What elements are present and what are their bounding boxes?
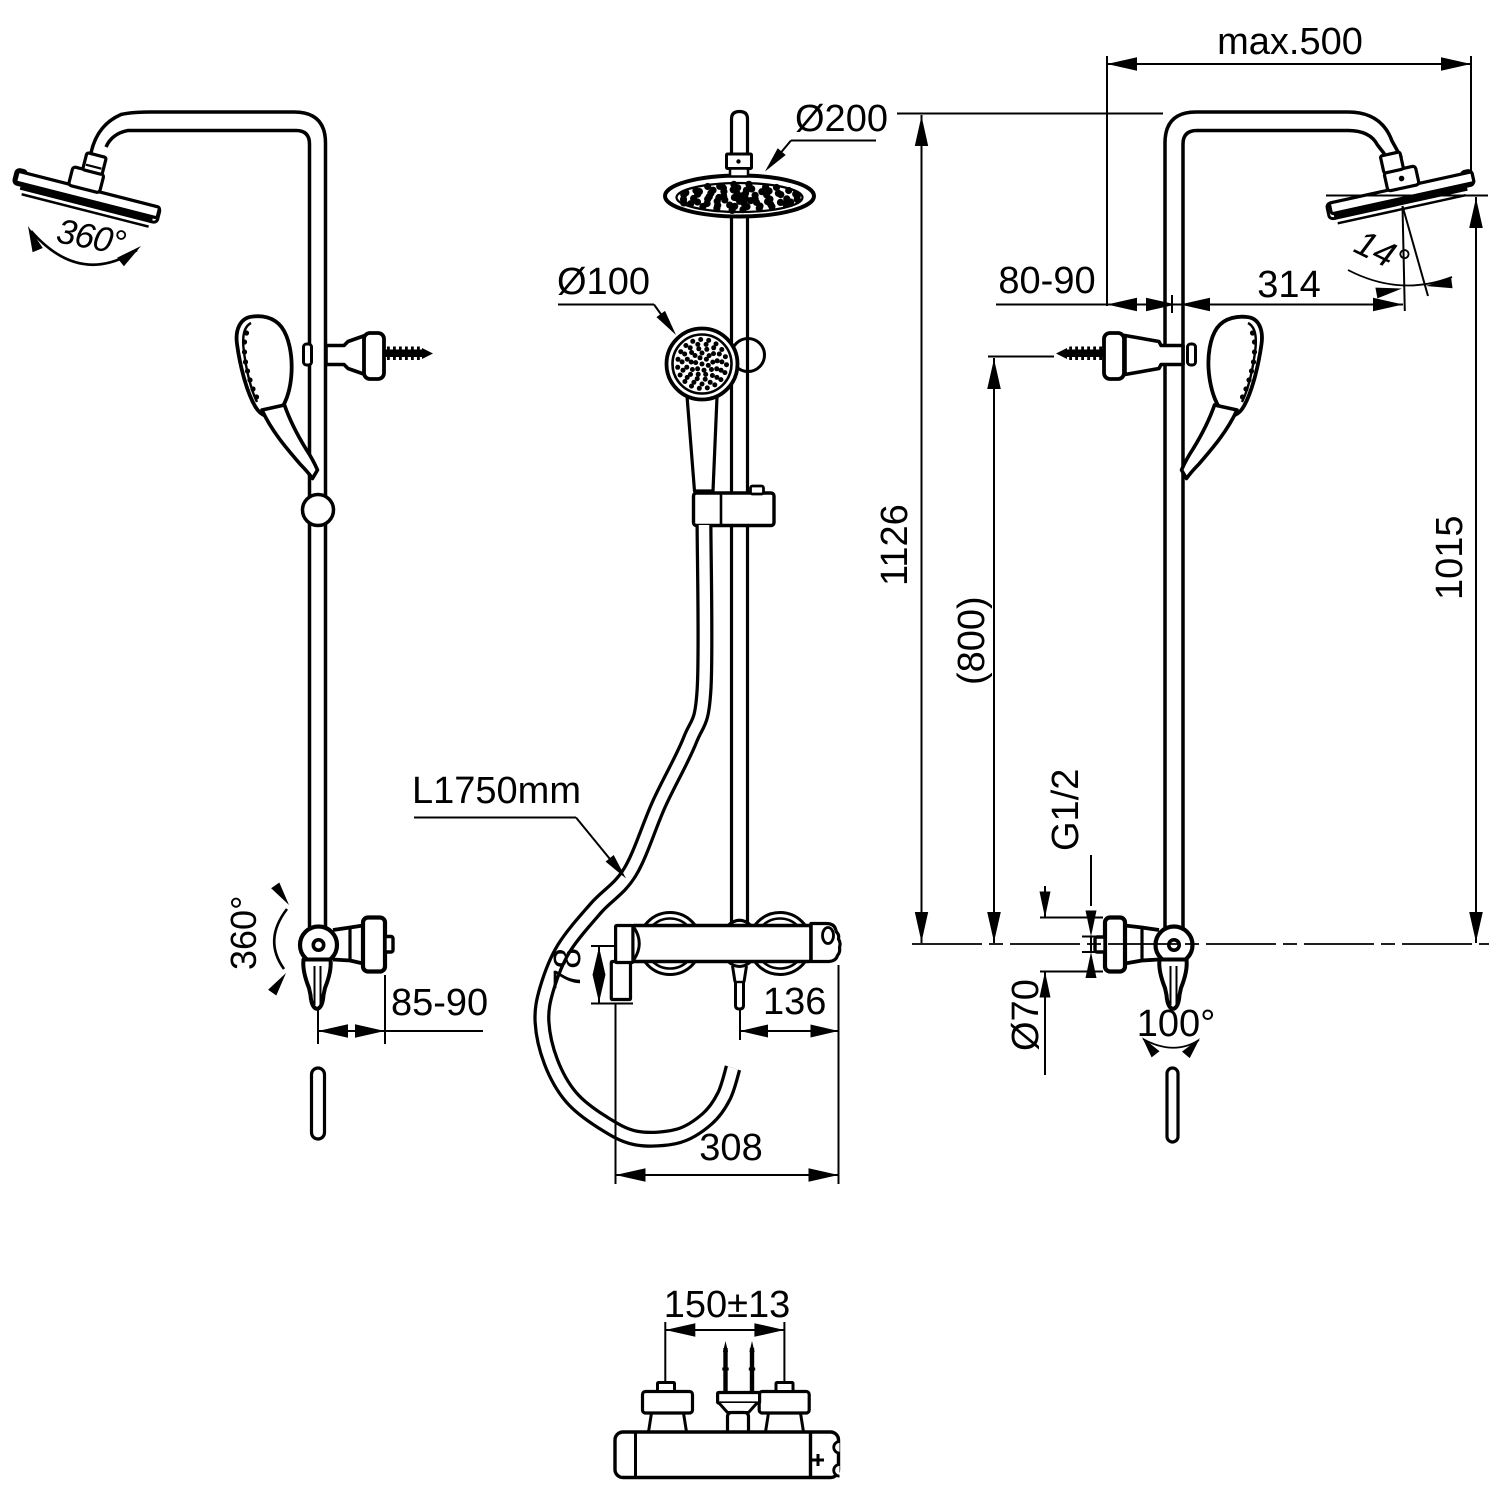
svg-text:Ø100: Ø100 xyxy=(557,261,650,303)
svg-text:360°: 360° xyxy=(223,896,264,970)
svg-text:136: 136 xyxy=(763,981,826,1023)
svg-text:85-90: 85-90 xyxy=(391,982,488,1024)
svg-text:Ø70: Ø70 xyxy=(1005,979,1047,1051)
svg-text:80-90: 80-90 xyxy=(998,260,1095,302)
svg-text:308: 308 xyxy=(699,1127,762,1169)
svg-text:max.500: max.500 xyxy=(1217,21,1363,63)
svg-text:78: 78 xyxy=(547,948,589,990)
svg-text:314: 314 xyxy=(1257,264,1320,306)
svg-text:1015: 1015 xyxy=(1429,515,1471,600)
svg-text:(800): (800) xyxy=(951,596,993,685)
svg-text:100°: 100° xyxy=(1137,1003,1216,1045)
svg-text:1126: 1126 xyxy=(874,504,916,586)
svg-text:L1750mm: L1750mm xyxy=(412,770,581,812)
svg-text:G1/2: G1/2 xyxy=(1045,769,1087,851)
svg-text:150±13: 150±13 xyxy=(664,1284,791,1326)
svg-text:Ø200: Ø200 xyxy=(795,98,888,140)
